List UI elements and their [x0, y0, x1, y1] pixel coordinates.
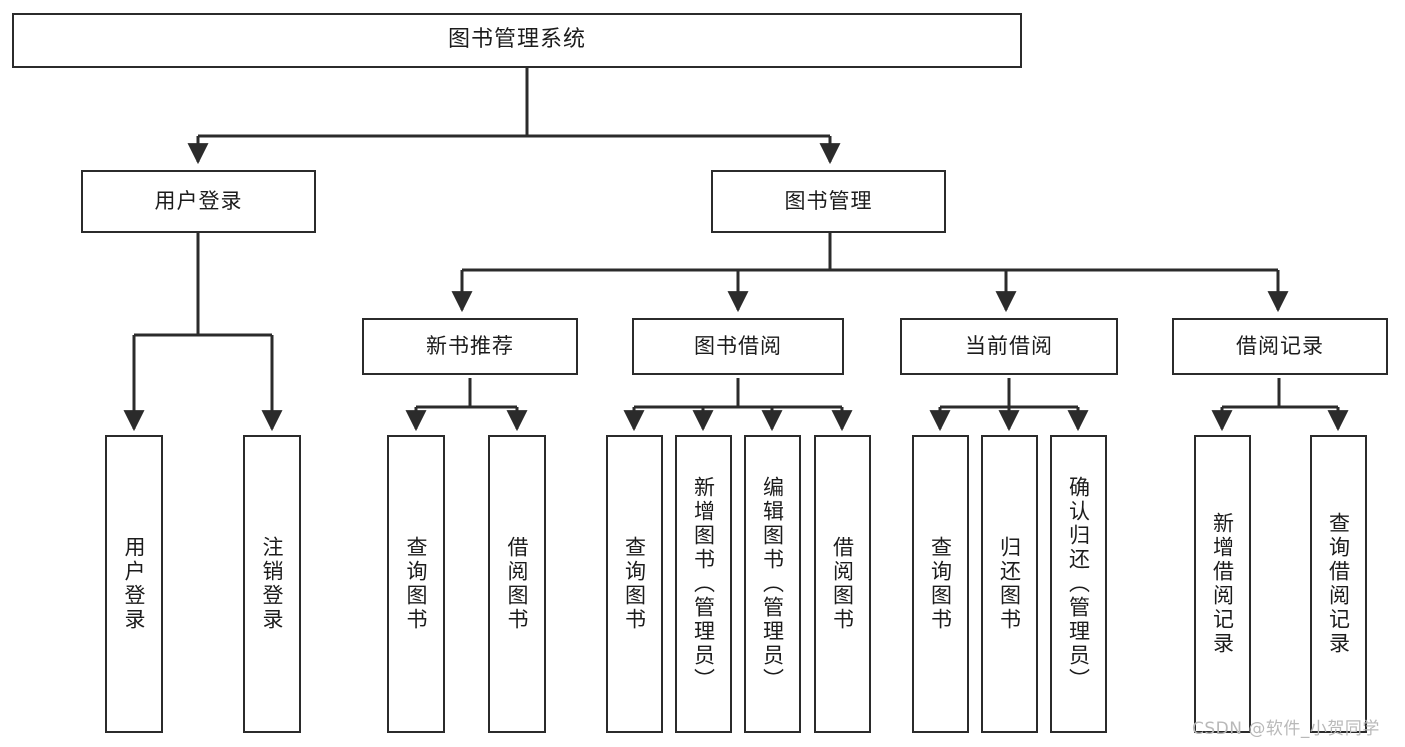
leaf-logout[interactable]: 注销登录: [243, 435, 301, 733]
node-label: 图书管理: [784, 188, 873, 213]
node-current-borrow[interactable]: 当前借阅: [900, 318, 1118, 375]
leaf-query-borrow-record[interactable]: 查询借阅记录: [1310, 435, 1367, 733]
node-label: 新增图书（管理员）: [691, 476, 716, 692]
node-label: 注销登录: [260, 536, 285, 632]
leaf-query-book-current[interactable]: 查询图书: [912, 435, 969, 733]
node-label: 查询图书: [622, 536, 647, 632]
leaf-confirm-return-admin[interactable]: 确认归还（管理员）: [1050, 435, 1107, 733]
leaf-edit-book-admin[interactable]: 编辑图书（管理员）: [744, 435, 801, 733]
node-label: 新书推荐: [426, 333, 514, 358]
node-borrow-record[interactable]: 借阅记录: [1172, 318, 1388, 375]
leaf-query-book-borrow[interactable]: 查询图书: [606, 435, 663, 733]
watermark: CSDN @软件_小贺同学: [1192, 719, 1380, 739]
node-label: 图书管理系统: [447, 27, 586, 53]
leaf-borrow-book[interactable]: 借阅图书: [814, 435, 871, 733]
node-label: 图书借阅: [694, 333, 782, 358]
node-new-book-recommend[interactable]: 新书推荐: [362, 318, 578, 375]
node-label: 查询借阅记录: [1326, 512, 1351, 656]
node-label: 借阅记录: [1236, 333, 1324, 358]
node-label: 确认归还（管理员）: [1066, 476, 1091, 692]
node-book-management[interactable]: 图书管理: [711, 170, 946, 233]
leaf-return-book[interactable]: 归还图书: [981, 435, 1038, 733]
leaf-add-book-admin[interactable]: 新增图书（管理员）: [675, 435, 732, 733]
node-label: 新增借阅记录: [1210, 512, 1235, 656]
node-label: 查询图书: [404, 536, 429, 632]
node-label: 归还图书: [997, 536, 1022, 632]
node-label: 当前借阅: [965, 333, 1053, 358]
leaf-user-login[interactable]: 用户登录: [105, 435, 163, 733]
node-label: 查询图书: [928, 536, 953, 632]
node-label: 借阅图书: [505, 536, 530, 632]
node-user-login[interactable]: 用户登录: [81, 170, 316, 233]
node-label: 用户登录: [122, 536, 147, 632]
node-book-borrow[interactable]: 图书借阅: [632, 318, 844, 375]
node-label: 用户登录: [154, 188, 243, 213]
node-label: 借阅图书: [830, 536, 855, 632]
leaf-add-borrow-record[interactable]: 新增借阅记录: [1194, 435, 1251, 733]
leaf-query-book-recommend[interactable]: 查询图书: [387, 435, 445, 733]
leaf-borrow-book-recommend[interactable]: 借阅图书: [488, 435, 546, 733]
node-root-book-management-system[interactable]: 图书管理系统: [12, 13, 1022, 68]
node-label: 编辑图书（管理员）: [760, 476, 785, 692]
